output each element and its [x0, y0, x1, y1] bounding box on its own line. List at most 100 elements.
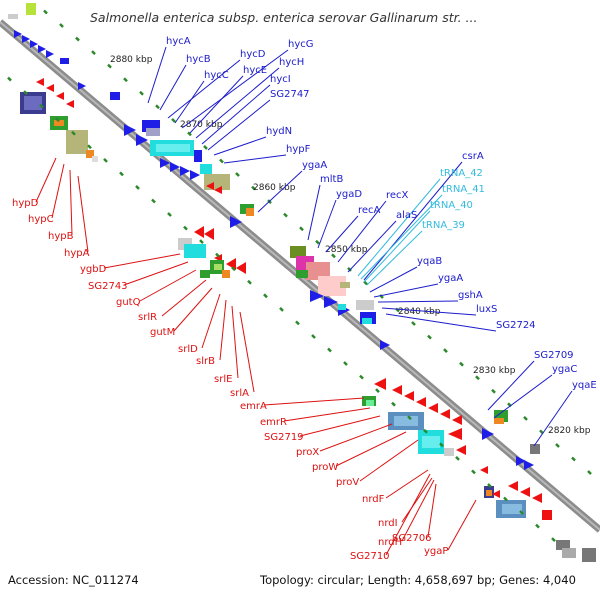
leader-line	[385, 473, 431, 556]
gene-block-top-left	[8, 3, 86, 90]
gene-label: hypD	[12, 198, 39, 209]
gene-label: SG2743	[88, 281, 128, 292]
gene-label: hycE	[243, 65, 267, 76]
gene-label: SG2710	[350, 551, 390, 562]
leader-line	[381, 307, 477, 316]
tick-mark	[119, 171, 124, 177]
leader-line	[363, 161, 463, 281]
leader-line	[174, 80, 205, 124]
tick-mark	[391, 401, 396, 407]
gene-label: csrA	[462, 151, 484, 162]
tick-mark	[251, 185, 256, 191]
leader-line	[335, 431, 407, 467]
tick-mark	[523, 415, 528, 421]
leader-line	[357, 178, 441, 277]
gene-label: nrdI	[378, 518, 398, 529]
tick-mark	[295, 320, 300, 326]
tick-mark	[263, 293, 268, 299]
leader-line	[223, 154, 287, 164]
leader-line	[533, 390, 573, 447]
scale-label: 2850 kbp	[325, 245, 368, 255]
gene-block-hyc	[110, 92, 242, 228]
leader-line	[373, 283, 439, 298]
tick-mark	[151, 198, 156, 204]
tick-mark	[139, 90, 144, 96]
gene-label: yqaB	[417, 256, 442, 267]
tick-mark	[443, 348, 448, 354]
gene-label: tRNA_41	[442, 184, 485, 195]
tick-mark	[231, 266, 236, 272]
leader-line	[219, 299, 227, 361]
gene-label: hypF	[286, 144, 311, 155]
gene-label: srlR	[138, 312, 157, 323]
gene-label: ygaP	[424, 546, 448, 557]
leader-line	[360, 194, 443, 280]
tick-mark	[39, 103, 44, 109]
tick-mark	[407, 415, 412, 421]
tick-mark	[167, 212, 172, 217]
leader-line	[337, 200, 387, 263]
leader-line	[359, 439, 419, 482]
leader-line	[239, 311, 255, 393]
tick-mark	[71, 130, 76, 136]
genome-title: Salmonella enterica subsp. enterica sero…	[90, 10, 478, 25]
tick-mark	[247, 279, 252, 285]
tick-mark	[135, 185, 140, 190]
gene-block-hyp	[20, 78, 98, 162]
leader-line	[139, 269, 197, 302]
tick-mark	[327, 347, 332, 353]
leader-line	[317, 199, 337, 249]
gene-label: gutM	[150, 327, 175, 338]
gene-label: hypB	[48, 231, 74, 242]
leader-line	[201, 293, 221, 349]
tick-mark	[215, 252, 220, 258]
tick-mark	[459, 361, 464, 367]
leader-line	[123, 261, 189, 286]
leader-line	[319, 423, 393, 452]
gene-label: ygaA	[438, 273, 463, 284]
gene-label: hycA	[166, 36, 191, 47]
leader-line	[189, 75, 244, 134]
tick-mark	[87, 144, 92, 150]
leader-line	[307, 184, 321, 241]
leader-line	[263, 397, 365, 406]
tick-mark	[107, 63, 112, 69]
gene-label: srlA	[230, 388, 249, 399]
tick-mark	[487, 483, 492, 488]
tick-mark	[91, 50, 96, 55]
scale-label: 2830 kbp	[473, 366, 516, 376]
gene-label: proV	[336, 477, 359, 488]
gene-label: proW	[312, 462, 338, 473]
tick-mark	[283, 212, 288, 218]
gene-label: mltB	[320, 174, 343, 185]
gene-label: recX	[386, 190, 409, 201]
leader-line	[35, 157, 57, 203]
gene-block-ygaC	[482, 410, 540, 470]
leader-line	[283, 407, 371, 422]
leader-line	[487, 360, 535, 411]
tick-mark	[315, 239, 320, 245]
gene-block-pro	[362, 378, 466, 456]
tick-mark	[475, 375, 480, 381]
gene-label: gutQ	[116, 297, 141, 308]
leader-line	[147, 46, 167, 104]
leader-line	[447, 499, 477, 551]
gene-label: luxS	[476, 304, 497, 315]
leader-line	[257, 170, 303, 213]
gene-label: hypA	[64, 248, 90, 259]
tick-mark	[311, 334, 316, 339]
leader-line	[173, 287, 213, 332]
tick-mark	[103, 157, 108, 163]
tick-mark	[343, 361, 348, 366]
gene-label: tRNA_39	[422, 220, 465, 231]
scale-label: 2860 kbp	[253, 183, 296, 193]
scale-label: 2880 kbp	[110, 55, 153, 65]
leader-line	[299, 415, 381, 437]
tick-mark	[359, 374, 364, 380]
tick-mark	[75, 36, 80, 42]
gene-label: srlD	[178, 344, 198, 355]
tick-mark	[535, 523, 540, 529]
gene-label: SG2719	[264, 432, 304, 443]
gene-label: hycH	[279, 57, 304, 68]
